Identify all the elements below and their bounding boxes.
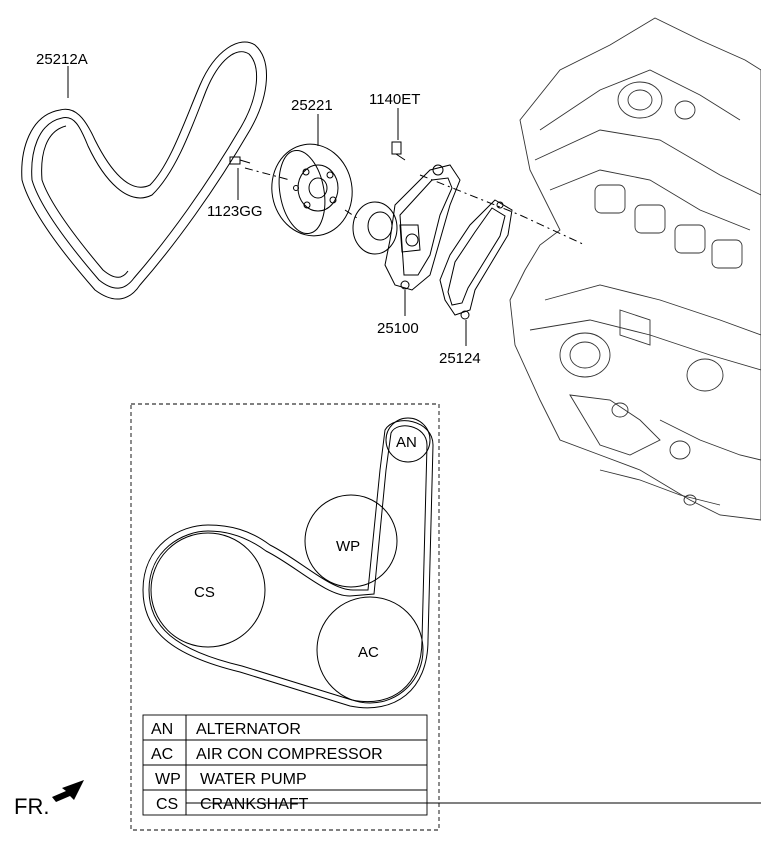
legend-table: AN ALTERNATOR AC AIR CON COMPRESSOR WP W… xyxy=(142,714,428,816)
bolt-1140et-illustration xyxy=(391,141,406,161)
pulley-label-wp: WP xyxy=(336,538,360,555)
legend-code: AC xyxy=(151,746,173,763)
pulley-part-number: 25221 xyxy=(291,97,333,114)
legend-name: AIR CON COMPRESSOR xyxy=(196,746,383,763)
routing-belt-outer xyxy=(142,420,434,709)
water-pump-part-number: 25100 xyxy=(377,320,419,337)
pulley-25221-illustration xyxy=(271,143,353,237)
pulley-bolt-part-number: 1123GG xyxy=(207,203,263,220)
engine-block-illustration xyxy=(509,17,761,521)
belt-25212a-illustration xyxy=(21,41,267,300)
pulley-label-an: AN xyxy=(396,434,417,451)
front-direction-indicator: FR. xyxy=(14,780,84,819)
legend-name: WATER PUMP xyxy=(200,771,307,788)
belt-part-number: 25212A xyxy=(36,51,88,68)
legend-code: AN xyxy=(151,721,173,738)
crankshaft-pulley xyxy=(150,532,266,648)
legend-code: CS xyxy=(156,796,178,813)
legend-name: ALTERNATOR xyxy=(196,721,301,738)
water-pump-25100-illustration xyxy=(352,164,461,291)
alternator-pulley xyxy=(385,417,431,463)
belt-routing-inset: AN WP CS AC AN ALTERNATOR AC AIR CON COM… xyxy=(130,403,440,831)
legend-code: WP xyxy=(155,771,181,788)
front-label: FR. xyxy=(14,794,49,819)
gasket-25124-illustration xyxy=(439,199,513,320)
alignment-axis-line xyxy=(244,167,586,246)
pulley-label-ac: AC xyxy=(358,644,379,661)
pulley-label-cs: CS xyxy=(194,584,215,601)
pump-bolt-part-number: 1140ET xyxy=(369,91,420,108)
water-pump-pulley xyxy=(304,494,398,588)
front-arrow-icon xyxy=(52,780,84,802)
legend-name: CRANKSHAFT xyxy=(200,796,309,813)
routing-belt-inner xyxy=(148,425,428,703)
ac-compressor-pulley xyxy=(316,596,424,704)
inset-dashed-frame xyxy=(130,403,440,831)
bolt-1123gg-illustration xyxy=(229,156,251,165)
part-callouts: 25212A 25221 1123GG 1140ET 25100 25124 xyxy=(36,51,481,367)
gasket-part-number: 25124 xyxy=(439,350,481,367)
